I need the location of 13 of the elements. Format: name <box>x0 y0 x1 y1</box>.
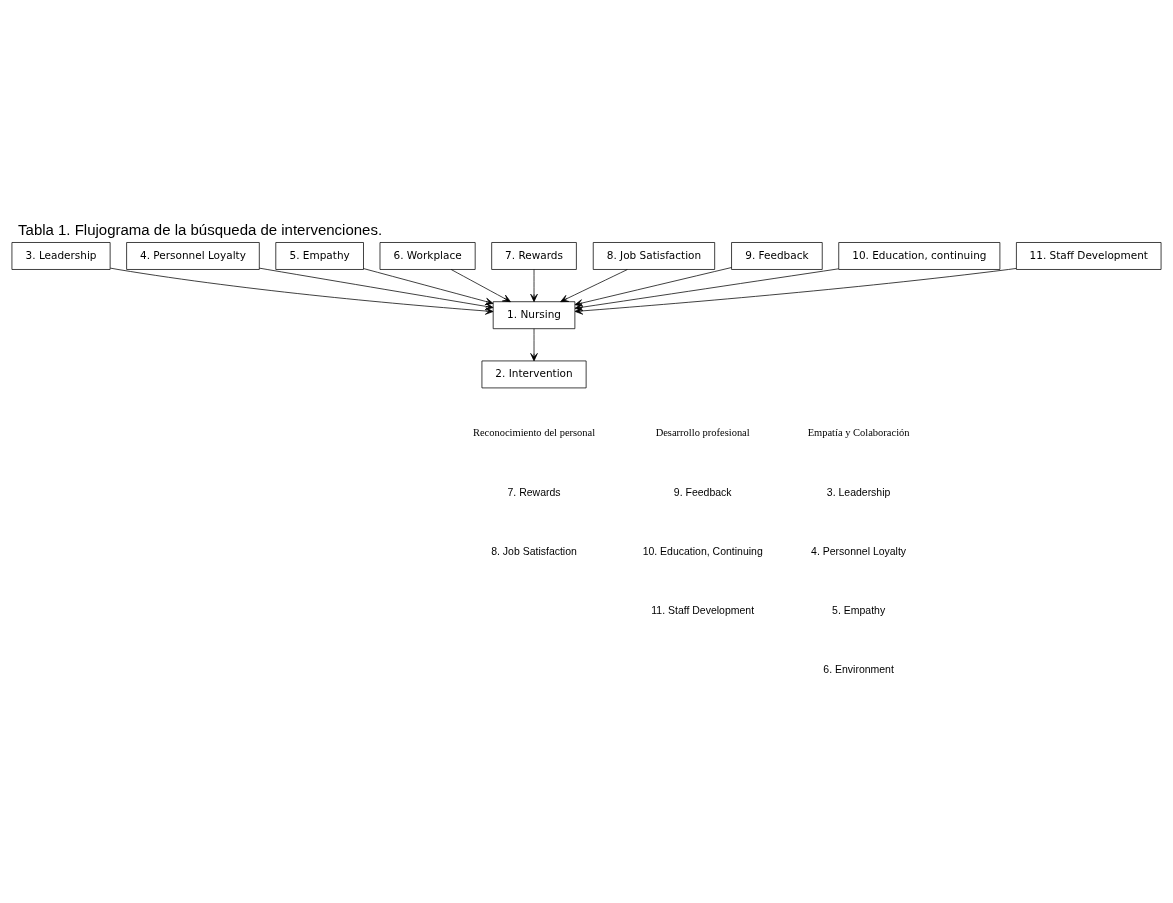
label: 7. Rewards <box>507 486 561 498</box>
label: Reconocimiento del personal <box>472 426 596 438</box>
label: 4. Personnel Loyalty <box>811 545 907 557</box>
label: 8. Job Satisfaction <box>491 545 577 557</box>
diagram-title: Tabla 1. Flujograma de la búsqueda de intervenciones. <box>18 220 383 238</box>
label: 10. Education, Continuing <box>642 545 763 557</box>
label: Empatía y Colaboración <box>807 426 910 438</box>
label: 5. Empathy <box>832 604 886 616</box>
label: 6. Environment <box>823 663 894 675</box>
label: 9. Feedback <box>673 486 732 498</box>
label: 3. Leadership <box>826 486 891 498</box>
label: 11. Staff Development <box>651 604 755 616</box>
label: Desarrollo profesional <box>655 426 750 438</box>
